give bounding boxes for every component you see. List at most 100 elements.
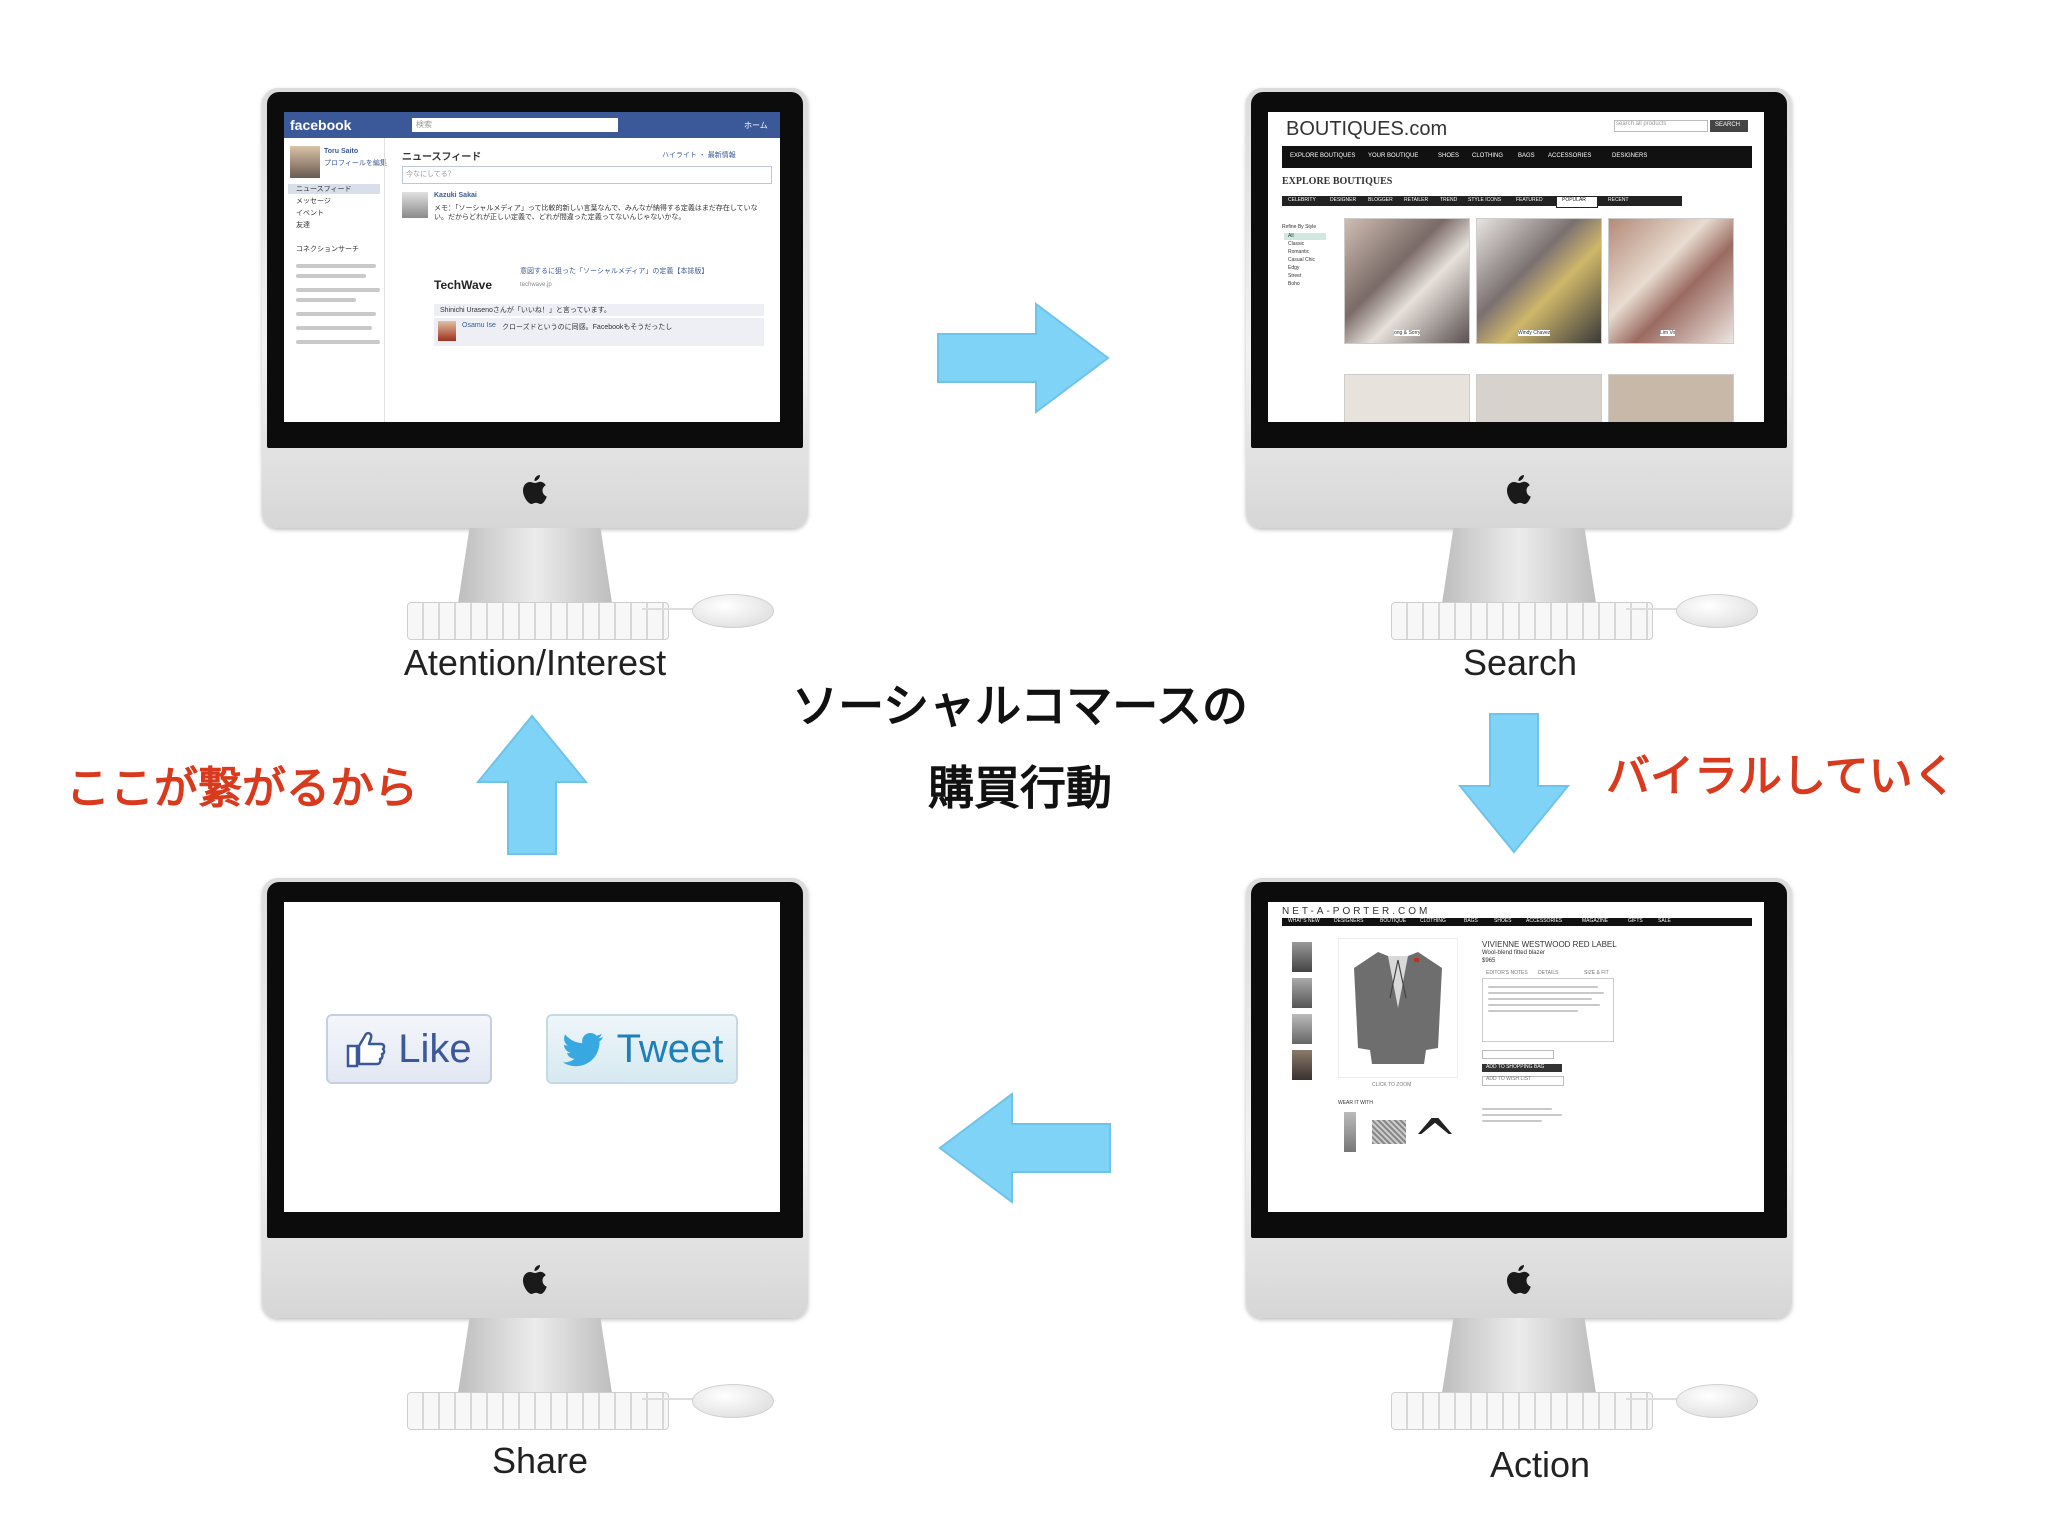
facebook-nav-item-friends[interactable]: 友達	[296, 222, 310, 229]
boutique-card[interactable]	[1476, 218, 1602, 344]
tab-details[interactable]: DETAILS	[1538, 970, 1559, 976]
product-thumbnail[interactable]	[1292, 978, 1312, 1008]
netaporter-screen: NET-A-PORTER.COM WHAT'S NEW DESIGNERS BO…	[1268, 902, 1764, 1212]
netaporter-nav-designers[interactable]: DESIGNERS	[1334, 918, 1364, 924]
boutiques-tab-style-icons[interactable]: STYLE ICONS	[1468, 197, 1502, 203]
facebook-link-title[interactable]: 意図するに狙った「ソーシャルメディア」の定義【本誌版】	[520, 268, 709, 275]
netaporter-nav-bags[interactable]: BAGS	[1464, 918, 1478, 924]
boutiques-nav-your-boutique[interactable]: YOUR BOUTIQUE	[1368, 153, 1419, 159]
facebook-techwave-logo[interactable]: TechWave	[434, 278, 493, 292]
boutiques-tab-retailer[interactable]: RETAILER	[1404, 197, 1429, 203]
boutiques-style-all[interactable]: All	[1288, 233, 1294, 239]
facebook-profile-edit[interactable]: プロフィールを編集	[324, 160, 387, 167]
boutiques-nav-bags[interactable]: BAGS	[1518, 153, 1535, 159]
boutiques-search-button[interactable]	[1710, 120, 1748, 132]
boutique-card-name[interactable]: ong & Sorry	[1394, 330, 1421, 336]
boutiques-tab-popular[interactable]: POPULAR	[1562, 197, 1586, 203]
center-title-line2: 購買行動	[928, 761, 1112, 815]
netaporter-nav-shoes[interactable]: SHOES	[1494, 918, 1512, 924]
boutiques-nav-designers[interactable]: DESIGNERS	[1612, 153, 1648, 159]
product-thumbnail[interactable]	[1292, 1050, 1312, 1080]
boutique-card[interactable]	[1476, 374, 1602, 422]
wear-it-with-item[interactable]	[1372, 1120, 1406, 1144]
product-thumbnail[interactable]	[1292, 1014, 1312, 1044]
add-to-bag-button[interactable]	[1482, 1064, 1562, 1072]
wear-it-with-item[interactable]	[1418, 1118, 1452, 1134]
boutiques-style-classic[interactable]: Classic	[1288, 241, 1305, 247]
wear-it-with-item[interactable]	[1344, 1112, 1356, 1152]
facebook-comment-avatar[interactable]	[438, 321, 456, 341]
facebook-status-input[interactable]	[402, 166, 772, 184]
boutiques-tab-blogger[interactable]: BLOGGER	[1368, 197, 1393, 203]
arrow-left	[938, 1092, 1111, 1204]
tweet-button[interactable]: Tweet	[546, 1014, 738, 1084]
facebook-user-name[interactable]: Toru Saito	[324, 148, 359, 155]
boutique-card[interactable]	[1344, 218, 1470, 344]
mouse	[692, 1384, 774, 1418]
boutique-card-name[interactable]: Lim Vo	[1660, 330, 1676, 336]
facebook-home-link[interactable]: ホーム	[744, 121, 768, 130]
boutiques-nav-explore[interactable]: EXPLORE BOUTIQUES	[1290, 153, 1356, 159]
netaporter-nav-sale[interactable]: SALE	[1658, 918, 1671, 924]
boutique-card[interactable]	[1344, 374, 1470, 422]
like-button[interactable]: Like	[326, 1014, 492, 1084]
boutiques-search-placeholder: search all products	[1616, 121, 1667, 127]
facebook-avatar[interactable]	[290, 146, 320, 178]
netaporter-nav-boutique[interactable]: BOUTIQUE	[1380, 918, 1407, 924]
blazer-product-image[interactable]	[1338, 938, 1458, 1078]
boutiques-style-romantic[interactable]: Romantic	[1288, 249, 1310, 255]
facebook-sidebar-line	[296, 274, 366, 278]
boutiques-search-input[interactable]	[1614, 120, 1708, 132]
netaporter-nav-magazine[interactable]: MAGAZINE	[1582, 918, 1609, 924]
boutiques-style-edgy[interactable]: Edgy	[1288, 265, 1300, 271]
boutiques-tab-designer[interactable]: DESIGNER	[1330, 197, 1357, 203]
tab-editors-notes[interactable]: EDITOR'S NOTES	[1486, 970, 1528, 976]
facebook-nav-item-newsfeed[interactable]: ニュースフィード	[296, 186, 352, 193]
arrow-down	[1457, 713, 1571, 854]
boutiques-logo[interactable]: BOUTIQUES.com	[1286, 118, 1448, 140]
facebook-feed-title: ニュースフィード	[402, 152, 482, 163]
mouse	[1676, 594, 1758, 628]
boutiques-tab-celebrity[interactable]: CELEBRITY	[1288, 197, 1316, 203]
boutiques-tab-trend[interactable]: TREND	[1440, 197, 1458, 203]
share-screen: Like Tweet	[284, 902, 780, 1212]
product-brand[interactable]: VIVIENNE WESTWOOD RED LABEL	[1482, 940, 1617, 949]
description-line	[1488, 1004, 1600, 1006]
facebook-post-author[interactable]: Kazuki Sakai	[434, 192, 477, 199]
netaporter-nav-accessories[interactable]: ACCESSORIES	[1526, 918, 1563, 924]
facebook-connection-search[interactable]: コネクションサーチ	[296, 246, 359, 253]
netaporter-nav-clothing[interactable]: CLOTHING	[1420, 918, 1446, 924]
boutique-card[interactable]	[1608, 218, 1734, 344]
caption-search: Search	[1462, 642, 1578, 683]
add-to-wishlist-button[interactable]	[1482, 1076, 1564, 1086]
facebook-search-placeholder: 検索	[416, 120, 432, 129]
facebook-comment-author[interactable]: Osamu Ise	[462, 322, 496, 329]
boutiques-nav-shoes[interactable]: SHOES	[1438, 153, 1460, 159]
size-select[interactable]	[1482, 1050, 1554, 1059]
click-to-zoom-link[interactable]: CLICK TO ZOOM	[1372, 1082, 1412, 1088]
netaporter-nav-whats-new[interactable]: WHAT'S NEW	[1288, 918, 1320, 924]
arrow-right	[937, 302, 1110, 414]
facebook-feed-filter[interactable]: ハイライト ・ 最新情報	[662, 152, 736, 159]
facebook-post-avatar[interactable]	[402, 192, 428, 218]
facebook-nav-item-events[interactable]: イベント	[296, 210, 324, 217]
keyboard	[1391, 602, 1653, 640]
boutiques-tab-featured[interactable]: FEATURED	[1516, 197, 1543, 203]
boutique-card-name[interactable]: Windy Chavez	[1518, 330, 1551, 336]
netaporter-logo[interactable]: NET-A-PORTER.COM	[1282, 906, 1431, 917]
boutiques-style-street[interactable]: Street	[1288, 273, 1302, 279]
product-thumbnail[interactable]	[1292, 942, 1312, 972]
tab-size-fit[interactable]: SIZE & FIT	[1584, 970, 1609, 976]
netaporter-nav-gifts[interactable]: GIFTS	[1628, 918, 1643, 924]
boutique-card[interactable]	[1608, 374, 1734, 422]
facebook-likes-box	[434, 304, 764, 316]
facebook-logo[interactable]: facebook	[290, 117, 352, 133]
facebook-nav-item-messages[interactable]: メッセージ	[296, 198, 331, 205]
boutiques-style-boho[interactable]: Boho	[1288, 281, 1300, 287]
list-line	[1482, 1108, 1552, 1110]
boutiques-style-casual-chic[interactable]: Casual Chic	[1288, 257, 1315, 263]
facebook-search-input[interactable]	[412, 118, 618, 132]
boutiques-tab-recent[interactable]: RECENT	[1608, 197, 1629, 203]
boutiques-nav-accessories[interactable]: ACCESSORIES	[1548, 153, 1592, 159]
boutiques-nav-clothing[interactable]: CLOTHING	[1472, 153, 1504, 159]
